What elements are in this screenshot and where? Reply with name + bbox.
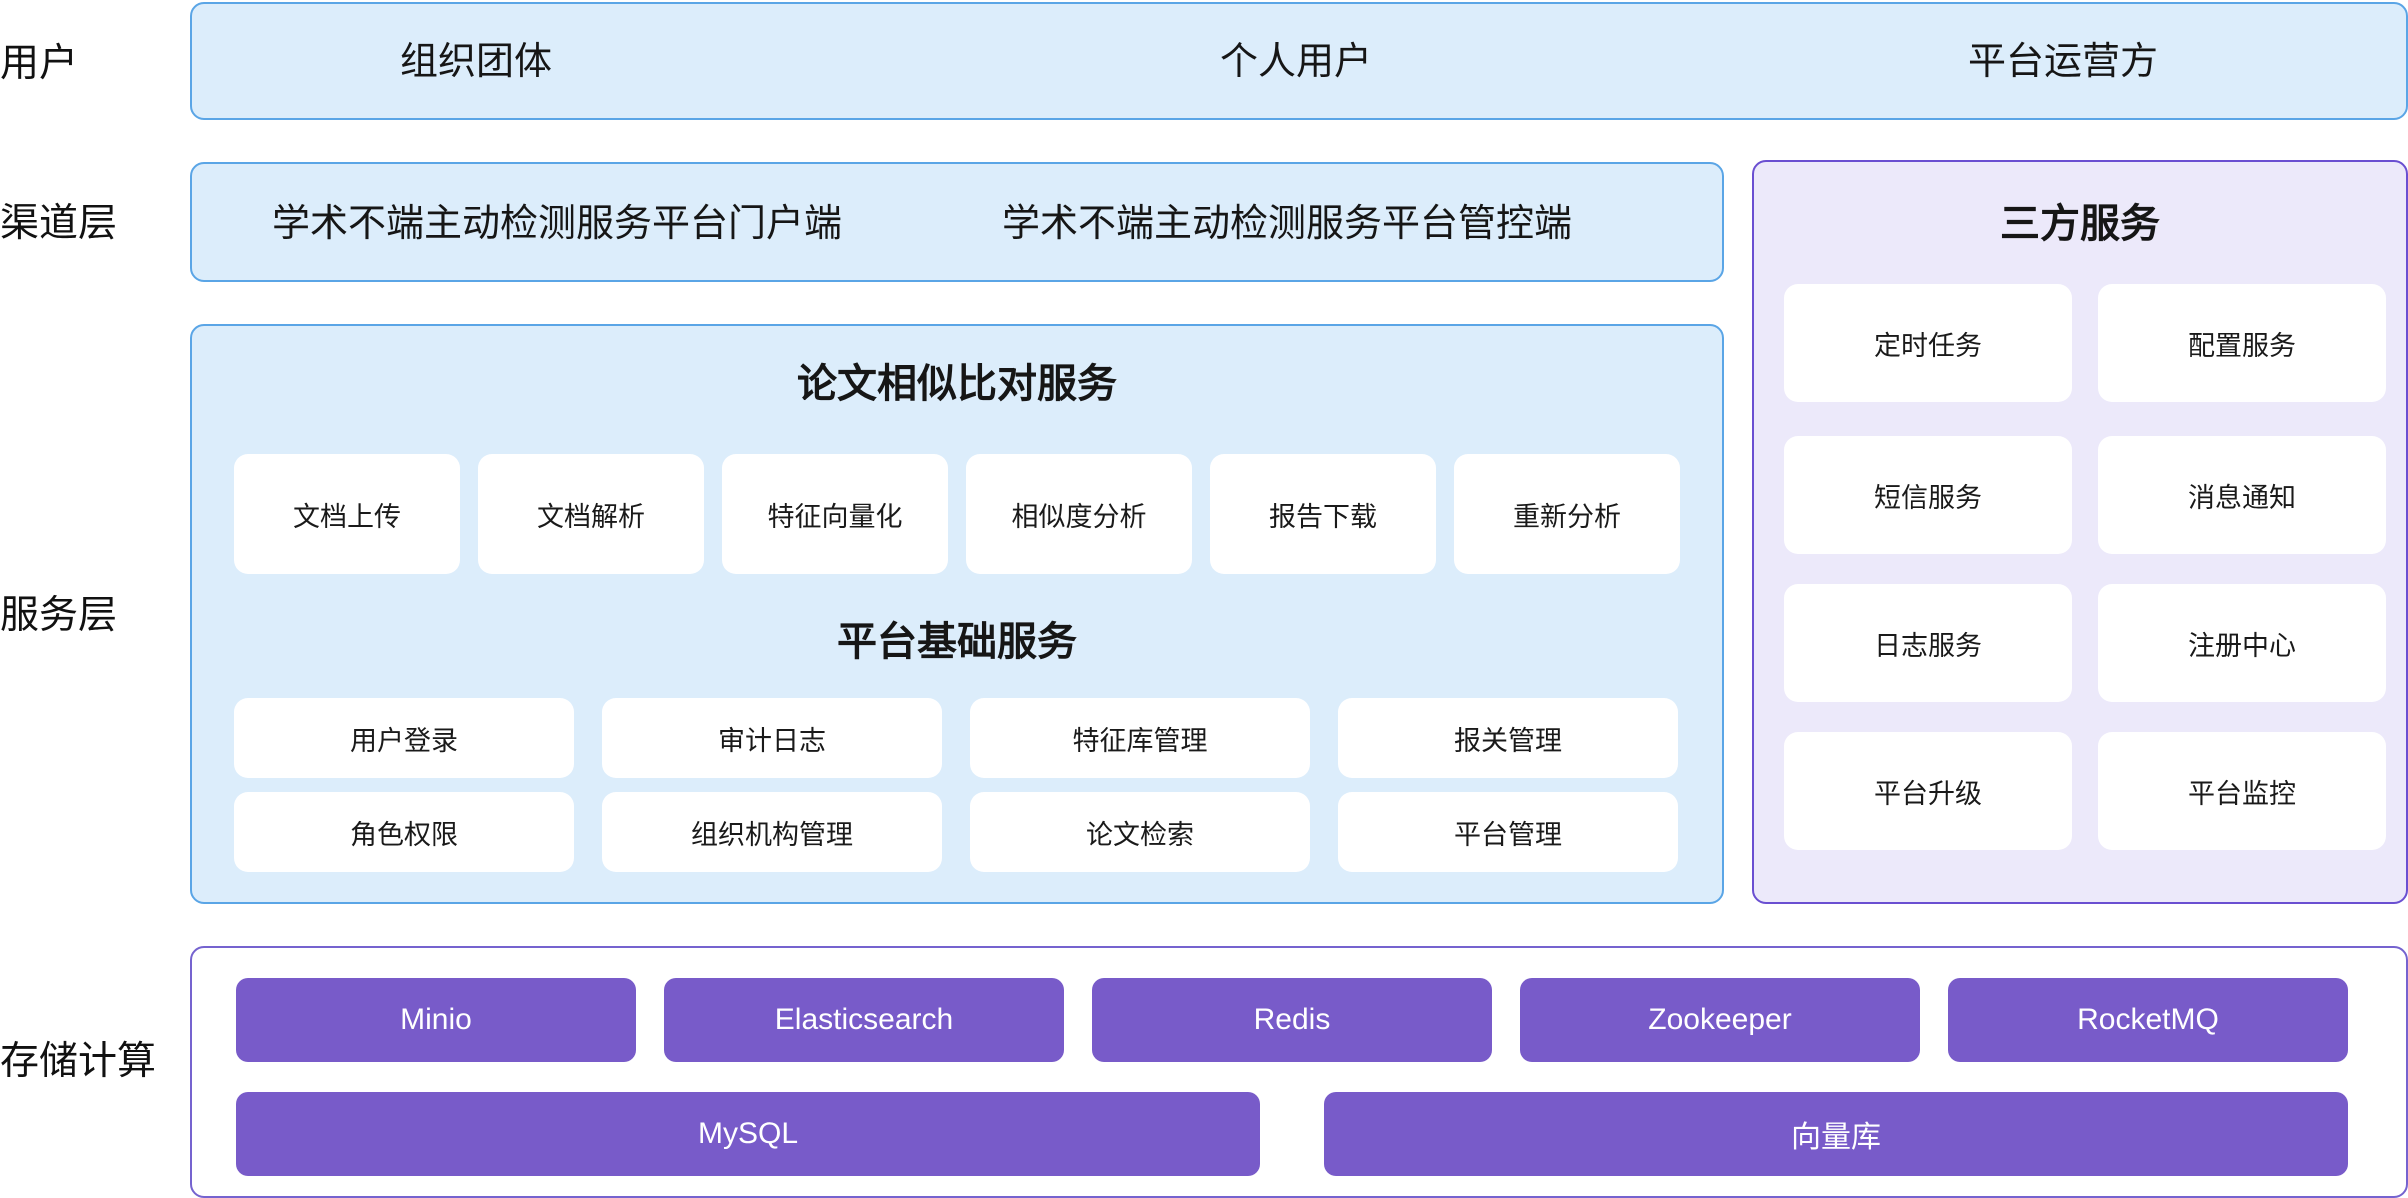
storage-mysql: MySQL — [236, 1092, 1260, 1176]
channel-panel: 学术不端主动检测服务平台门户端 学术不端主动检测服务平台管控端 — [190, 162, 1724, 282]
third-party-item: 注册中心 — [2098, 584, 2386, 702]
storage-elasticsearch: Elasticsearch — [664, 978, 1064, 1062]
channel-admin: 学术不端主动检测服务平台管控端 — [1002, 201, 1573, 245]
service-panel: 论文相似比对服务 文档上传 文档解析 特征向量化 相似度分析 报告下载 重新分析… — [190, 324, 1724, 904]
base-service-item: 审计日志 — [602, 698, 942, 778]
base-service-item: 报关管理 — [1338, 698, 1678, 778]
user-individual: 个人用户 — [1220, 39, 1373, 83]
third-party-title: 三方服务 — [2000, 201, 2160, 247]
base-service-item: 用户登录 — [234, 698, 574, 778]
paper-service-item: 文档上传 — [234, 454, 460, 574]
third-party-item: 平台监控 — [2098, 732, 2386, 850]
user-organization: 组织团体 — [400, 39, 553, 83]
paper-service-item: 重新分析 — [1454, 454, 1680, 574]
storage-zookeeper: Zookeeper — [1520, 978, 1920, 1062]
layer-label-storage: 存储计算 — [0, 1039, 157, 1084]
base-service-item: 角色权限 — [234, 792, 574, 872]
layer-label-channel: 渠道层 — [0, 201, 118, 246]
storage-vector-db: 向量库 — [1324, 1092, 2348, 1176]
base-service-item: 论文检索 — [970, 792, 1310, 872]
paper-service-item: 文档解析 — [478, 454, 704, 574]
paper-service-item: 报告下载 — [1210, 454, 1436, 574]
third-party-item: 定时任务 — [1784, 284, 2072, 402]
paper-service-title: 论文相似比对服务 — [797, 361, 1117, 407]
storage-rocketmq: RocketMQ — [1948, 978, 2348, 1062]
third-party-item: 配置服务 — [2098, 284, 2386, 402]
storage-minio: Minio — [236, 978, 636, 1062]
channel-portal: 学术不端主动检测服务平台门户端 — [272, 201, 843, 245]
storage-redis: Redis — [1092, 978, 1492, 1062]
third-party-item: 日志服务 — [1784, 584, 2072, 702]
third-party-item: 消息通知 — [2098, 436, 2386, 554]
layer-label-user: 用户 — [0, 41, 79, 86]
user-panel: 组织团体 个人用户 平台运营方 — [190, 2, 2408, 120]
third-party-item: 平台升级 — [1784, 732, 2072, 850]
third-party-panel: 三方服务 定时任务 配置服务 短信服务 消息通知 日志服务 注册中心 平台升级 … — [1752, 160, 2408, 904]
base-service-item: 特征库管理 — [970, 698, 1310, 778]
layer-label-service: 服务层 — [0, 593, 118, 638]
third-party-item: 短信服务 — [1784, 436, 2072, 554]
user-platform-operator: 平台运营方 — [1968, 39, 2159, 83]
storage-panel: Minio Elasticsearch Redis Zookeeper Rock… — [190, 946, 2408, 1198]
paper-service-item: 相似度分析 — [966, 454, 1192, 574]
paper-service-item: 特征向量化 — [722, 454, 948, 574]
base-service-item: 平台管理 — [1338, 792, 1678, 872]
base-service-title: 平台基础服务 — [837, 619, 1077, 665]
base-service-item: 组织机构管理 — [602, 792, 942, 872]
